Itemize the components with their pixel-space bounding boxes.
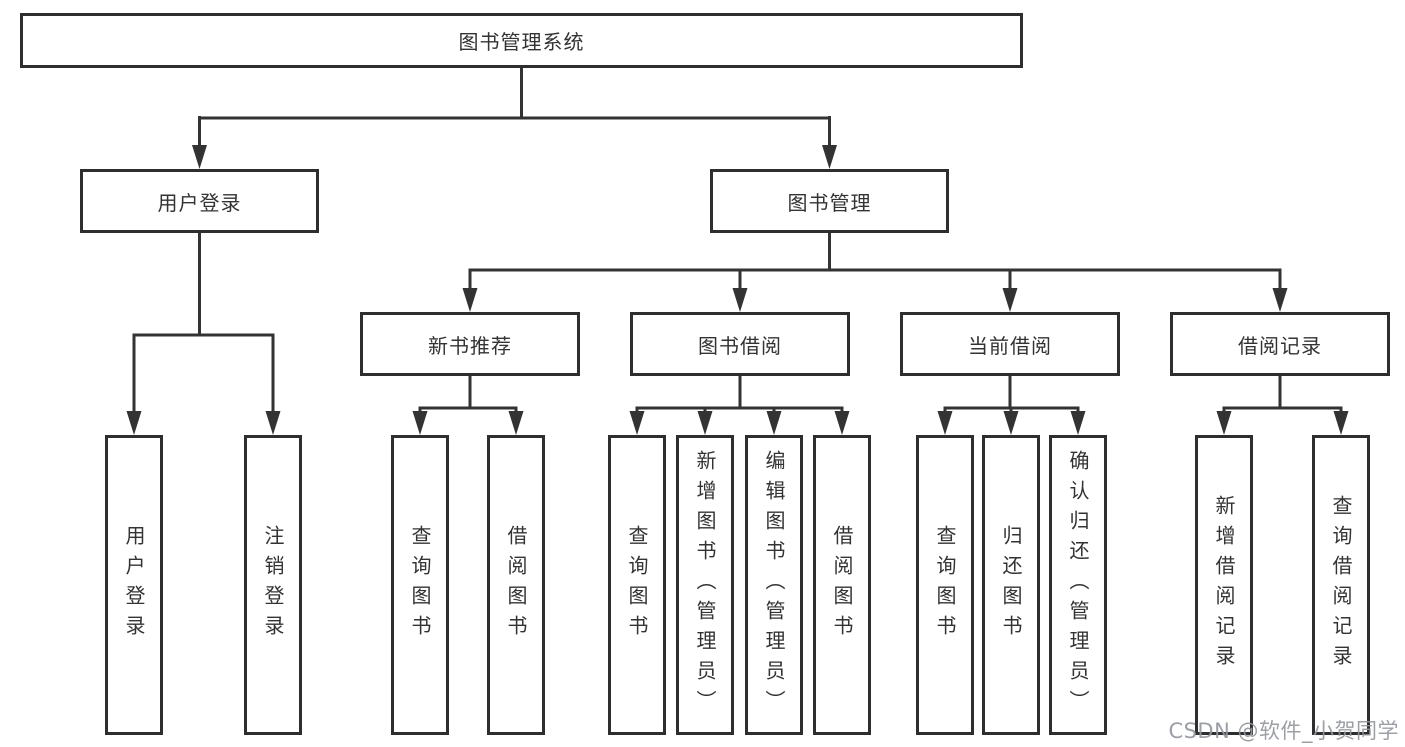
leaf-add-book-admin: 新增图书（管理员） [676,435,734,735]
leaf-user-login: 用户登录 [105,435,163,735]
leaf-logout-login: 注销登录 [244,435,302,735]
node-book-borrow: 图书借阅 [630,312,850,376]
leaf-label: 查询图书 [625,525,649,645]
node-book-management: 图书管理 [710,169,949,233]
leaf-label: 新增图书（管理员） [693,450,717,720]
leaf-borrow-book-recommend: 借阅图书 [487,435,545,735]
leaf-label: 新增借阅记录 [1212,495,1236,675]
leaf-label: 查询图书 [933,525,957,645]
leaf-label: 编辑图书（管理员） [762,450,786,720]
leaf-query-book-recommend: 查询图书 [391,435,449,735]
leaf-query-book-borrow: 查询图书 [608,435,666,735]
leaf-label: 查询图书 [408,525,432,645]
leaf-edit-book-admin: 编辑图书（管理员） [745,435,803,735]
leaf-return-book: 归还图书 [982,435,1040,735]
leaf-label: 确认归还（管理员） [1066,450,1090,720]
leaf-confirm-return-admin: 确认归还（管理员） [1049,435,1107,735]
leaf-label: 借阅图书 [504,525,528,645]
leaf-label: 借阅图书 [830,525,854,645]
leaf-borrow-book: 借阅图书 [813,435,871,735]
node-current-borrow: 当前借阅 [900,312,1120,376]
leaf-label: 归还图书 [999,525,1023,645]
leaf-label: 注销登录 [261,525,285,645]
node-new-book-recommend: 新书推荐 [360,312,580,376]
node-root: 图书管理系统 [20,13,1023,68]
leaf-add-borrow-record: 新增借阅记录 [1195,435,1253,735]
leaf-query-book-current: 查询图书 [916,435,974,735]
node-borrow-records: 借阅记录 [1170,312,1390,376]
node-user-login: 用户登录 [80,169,319,233]
leaf-query-borrow-record: 查询借阅记录 [1312,435,1370,735]
leaf-label: 用户登录 [122,525,146,645]
csdn-watermark: CSDN @软件_小贺同学 [1168,719,1399,743]
leaf-label: 查询借阅记录 [1329,495,1353,675]
